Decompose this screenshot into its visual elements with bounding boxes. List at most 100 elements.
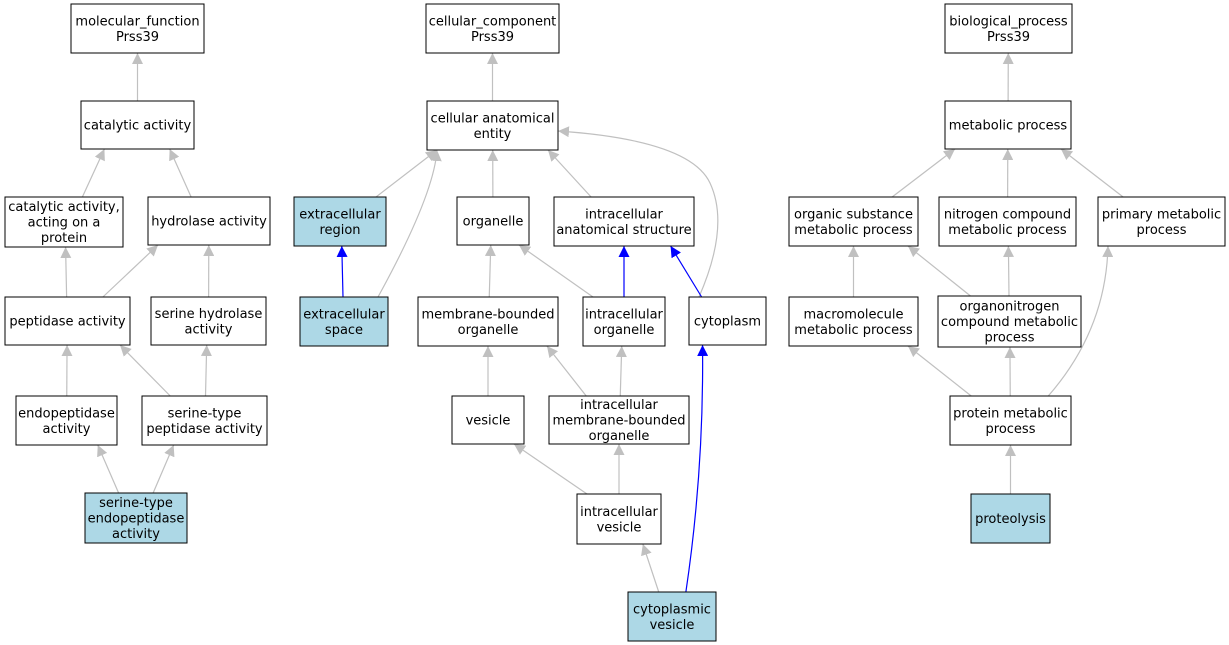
term-label-line: organelle bbox=[594, 323, 655, 338]
edge-line bbox=[484, 244, 496, 298]
term-label-line: vesicle bbox=[650, 618, 695, 633]
term-label-line: molecular_function bbox=[75, 14, 199, 29]
term-label-line: vesicle bbox=[597, 520, 642, 535]
edge-hydrolase-activity-to-catalytic-activity bbox=[169, 148, 192, 198]
term-label-line: nitrogen compound bbox=[944, 207, 1071, 222]
edge-primary-metabolic-process-to-metabolic-process bbox=[1060, 148, 1124, 198]
term-label-line: Prss39 bbox=[987, 30, 1030, 45]
term-node-cytoplasm[interactable]: cytoplasm bbox=[688, 296, 767, 346]
edge-peptidase-activity-to-catalytic-activity-protein bbox=[60, 246, 72, 298]
term-box bbox=[425, 3, 560, 54]
term-box bbox=[299, 296, 389, 347]
term-box bbox=[15, 395, 118, 446]
term-node-vesicle[interactable]: vesicle bbox=[451, 395, 525, 445]
term-label-line: metabolic process bbox=[949, 119, 1068, 134]
term-label-line: proteolysis bbox=[975, 512, 1046, 527]
term-label-line: membrane-bounded bbox=[421, 307, 554, 322]
term-label-line: entity bbox=[474, 127, 512, 142]
edge-line bbox=[1003, 245, 1015, 297]
edge-line bbox=[1060, 148, 1124, 198]
term-box bbox=[949, 395, 1072, 446]
term-label-line: compound metabolic bbox=[941, 315, 1078, 330]
edge-line bbox=[670, 245, 703, 298]
term-box bbox=[84, 492, 188, 544]
edge-line bbox=[1047, 245, 1114, 397]
term-label-line: serine-type bbox=[99, 496, 173, 511]
term-box bbox=[4, 196, 124, 248]
term-box bbox=[688, 296, 767, 346]
edge-line bbox=[615, 345, 627, 397]
term-label-line: process bbox=[986, 422, 1036, 437]
edge-serine-type-endopeptidase-activity-to-serine-type-peptidase-activity bbox=[152, 444, 175, 494]
edge-extracellular-space-to-cellular-anatomical-entity bbox=[377, 149, 442, 298]
term-label-line: space bbox=[325, 323, 363, 338]
term-box bbox=[576, 493, 662, 545]
edge-line bbox=[97, 444, 120, 494]
term-node-metabolic-process[interactable]: metabolic process bbox=[944, 100, 1072, 150]
term-label-line: peptidase activity bbox=[146, 422, 263, 437]
term-label-line: catalytic activity, bbox=[8, 200, 120, 215]
term-label-line: process bbox=[985, 331, 1035, 346]
edge-line bbox=[685, 344, 709, 593]
edge-line bbox=[81, 148, 105, 198]
term-node-proteolysis[interactable]: proteolysis bbox=[970, 493, 1051, 544]
term-box bbox=[553, 196, 695, 247]
term-node-hydrolase-activity[interactable]: hydrolase activity bbox=[147, 196, 271, 246]
term-label-line: hydrolase activity bbox=[151, 215, 267, 230]
edge-intracellular-vesicle-to-vesicle bbox=[513, 443, 588, 495]
term-label-line: extracellular bbox=[299, 207, 381, 222]
term-label-line: membrane-bounded bbox=[552, 414, 685, 429]
term-node-catalytic-activity[interactable]: catalytic activity bbox=[80, 100, 195, 150]
edge-intracellular-membrane-bounded-organelle-to-intracellular-organelle bbox=[615, 345, 627, 397]
term-label-line: serine hydrolase bbox=[155, 307, 263, 322]
term-box bbox=[1097, 196, 1226, 247]
edge-serine-type-peptidase-activity-to-peptidase-activity bbox=[119, 344, 171, 397]
term-label-line: endopeptidase bbox=[18, 406, 115, 421]
term-node-organelle[interactable]: organelle bbox=[456, 196, 530, 246]
term-label-line: Prss39 bbox=[116, 30, 159, 45]
term-box bbox=[4, 296, 131, 346]
term-box bbox=[150, 296, 267, 346]
term-box bbox=[417, 296, 559, 347]
term-box bbox=[456, 196, 530, 246]
edge-organonitrogen-compound-metabolic-process-to-organic-substance-metabolic-process bbox=[907, 245, 971, 297]
edge-catalytic-activity-protein-to-catalytic-activity bbox=[81, 148, 105, 198]
term-box bbox=[147, 196, 271, 246]
term-label-line: serine-type bbox=[168, 406, 242, 421]
edge-line bbox=[891, 148, 956, 198]
edge-line bbox=[546, 345, 587, 397]
term-label-line: macromolecule bbox=[803, 307, 903, 322]
term-box bbox=[788, 196, 919, 247]
term-label-line: biological_process bbox=[949, 14, 1068, 29]
term-box bbox=[70, 3, 205, 54]
term-node-peptidase-activity[interactable]: peptidase activity bbox=[4, 296, 131, 346]
term-box bbox=[970, 493, 1051, 544]
edge-line bbox=[102, 244, 159, 298]
term-label-line: metabolic process bbox=[794, 223, 913, 238]
edge-organic-substance-metabolic-process-to-metabolic-process bbox=[891, 148, 956, 198]
